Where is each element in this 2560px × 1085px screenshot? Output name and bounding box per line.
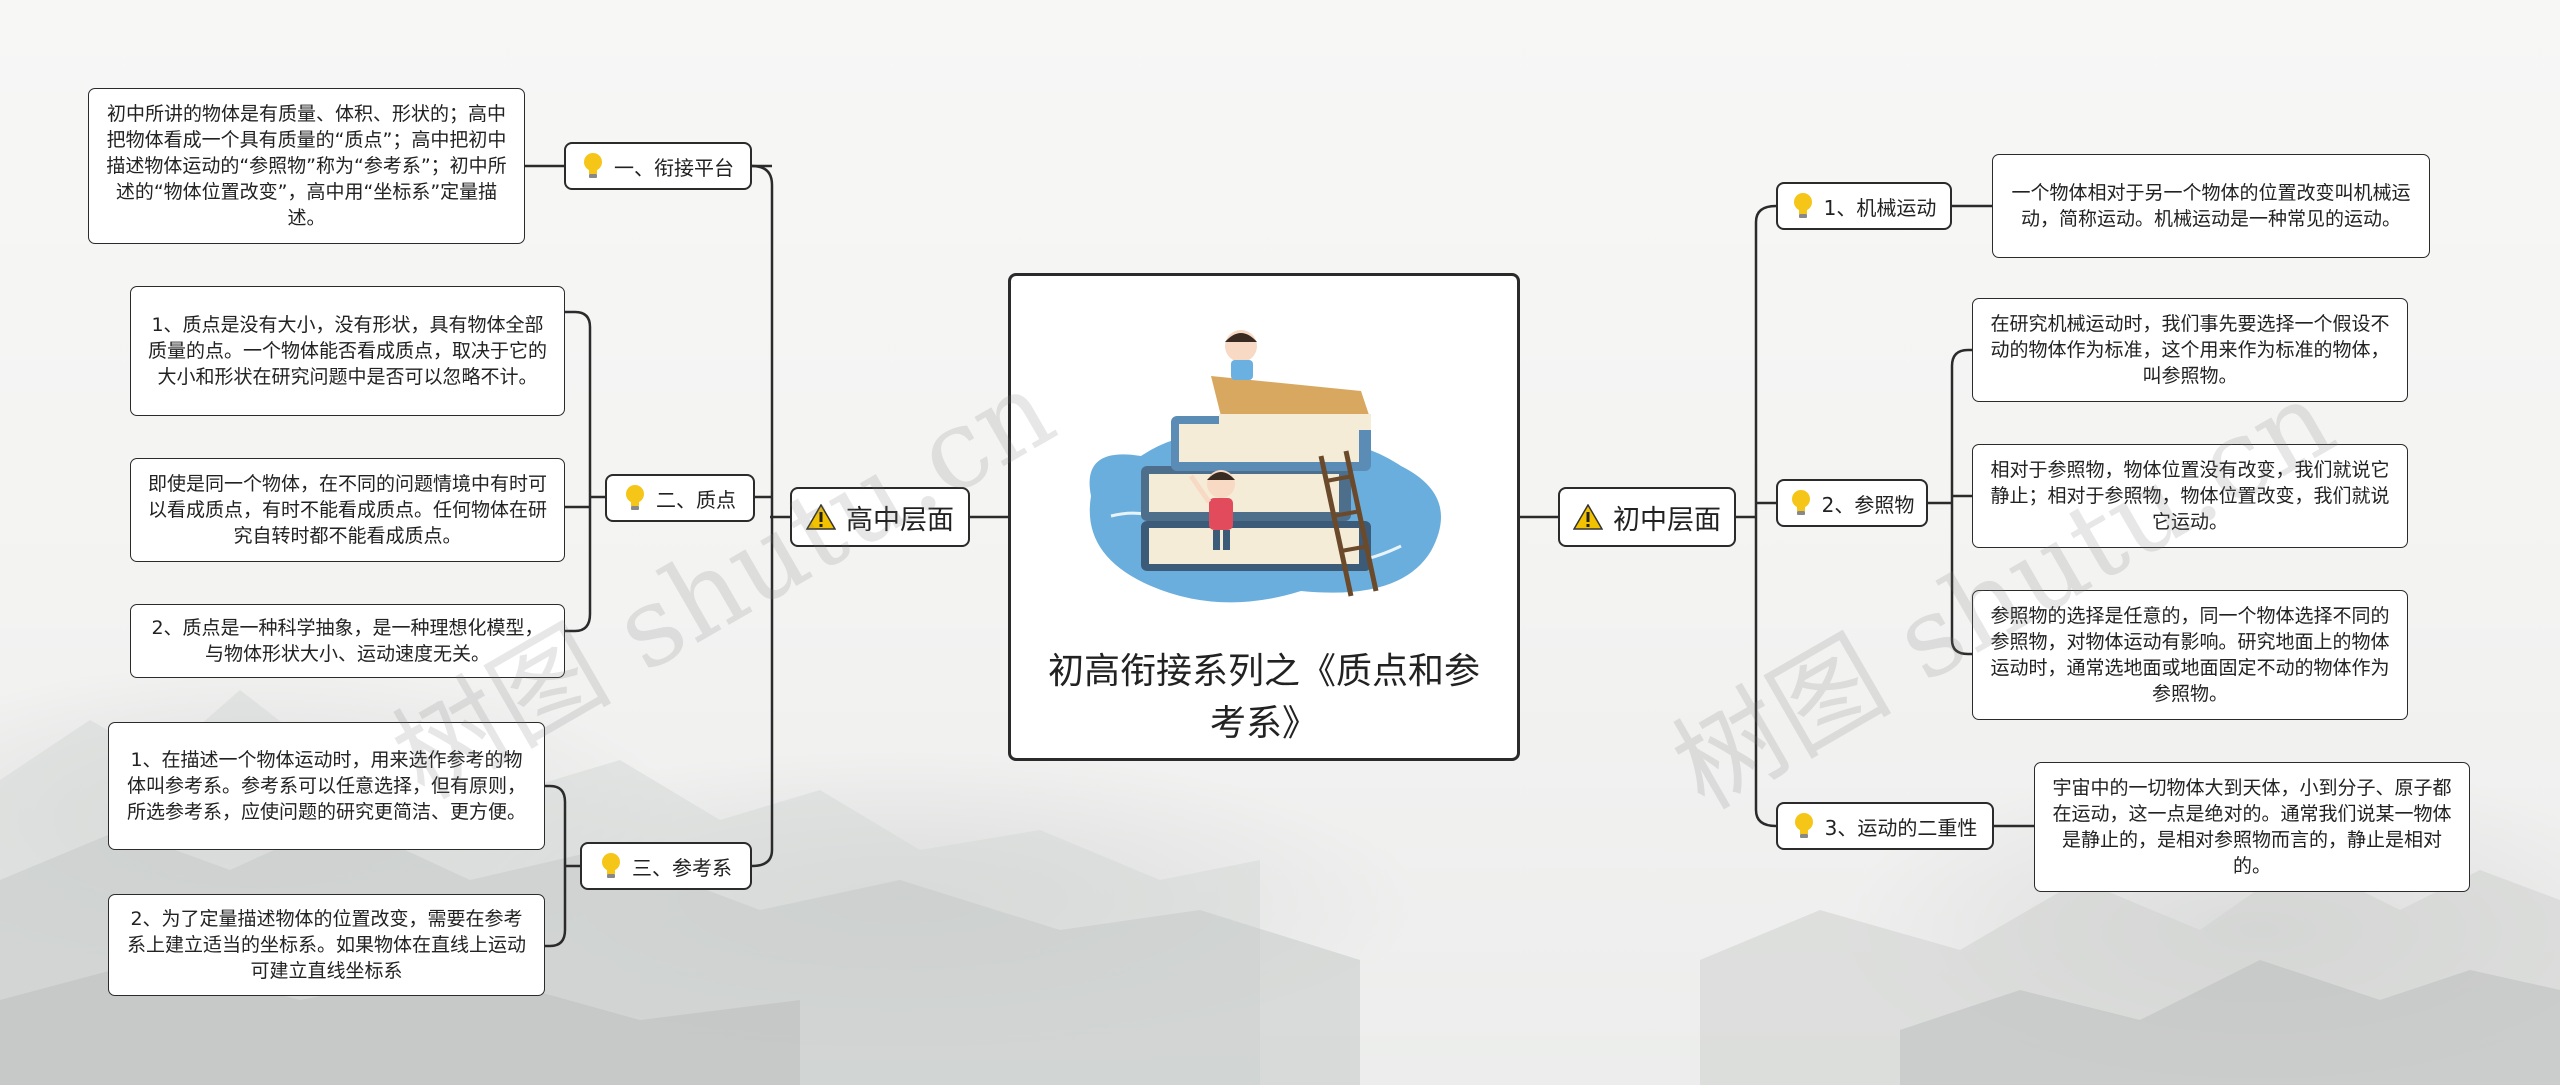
leaf-reference-object-rest-motion[interactable]: 相对于参照物，物体位置没有改变，我们就说它静止；相对于参照物，物体位置改变，我们… [1972, 444, 2408, 548]
sub-node-label: 二、质点 [656, 487, 736, 512]
lightbulb-icon [602, 853, 620, 878]
leaf-connection-platform[interactable]: 初中所讲的物体是有质量、体积、形状的；高中把物体看成一个具有质量的“质点”；高中… [88, 88, 525, 244]
lightbulb-icon [626, 485, 644, 510]
branch-middle-school-label: 初中层面 [1613, 504, 1721, 536]
connector-right-sub2-leaves [1928, 348, 1972, 656]
sub-node-label: 3、运动的二重性 [1824, 815, 1978, 840]
connector-right-trunk [1736, 204, 1777, 828]
warning-icon [1573, 504, 1603, 530]
leaf-coordinate-system[interactable]: 2、为了定量描述物体的位置改变，需要在参考系上建立适当的坐标系。如果物体在直线上… [108, 894, 545, 996]
root-title: 初高衔接系列之《质点和参考系》 [1047, 651, 1480, 744]
leaf-duality-of-motion[interactable]: 宇宙中的一切物体大到天体，小到分子、原子都在运动，这一点是绝对的。通常我们说某一… [2034, 762, 2470, 892]
leaf-mechanical-motion[interactable]: 一个物体相对于另一个物体的位置改变叫机械运动，简称运动。机械运动是一种常见的运动… [1992, 154, 2430, 258]
sub-node-reference-frame[interactable]: 三、参考系 [580, 842, 752, 890]
sub-node-label: 一、衔接平台 [614, 155, 734, 180]
lightbulb-icon [1794, 813, 1813, 838]
root-node[interactable]: 初高衔接系列之《质点和参考系》 [1008, 273, 1520, 761]
sub-node-label: 1、机械运动 [1823, 195, 1937, 220]
sub-node-mechanical-motion[interactable]: 1、机械运动 [1776, 182, 1952, 230]
branch-middle-school[interactable]: 初中层面 [1558, 487, 1736, 547]
leaf-particle-abstraction[interactable]: 2、质点是一种科学抽象，是一种理想化模型，与物体形状大小、运动速度无关。 [130, 604, 565, 678]
sub-node-reference-object[interactable]: 2、参照物 [1776, 479, 1928, 527]
lightbulb-icon [1791, 490, 1810, 515]
branch-high-school[interactable]: 高中层面 [790, 487, 970, 547]
sub-node-label: 2、参照物 [1821, 492, 1915, 517]
connector-left-trunk [751, 164, 790, 868]
leaf-particle-context[interactable]: 即使是同一个物体，在不同的问题情境中有时可以看成质点，有时不能看成质点。任何物体… [130, 458, 565, 562]
sub-node-particle[interactable]: 二、质点 [605, 474, 755, 522]
connector-left-sub3-leaves [545, 784, 580, 948]
connector-left-sub2-leaves [565, 310, 605, 633]
sub-node-connection-platform[interactable]: 一、衔接平台 [564, 142, 752, 190]
leaf-particle-definition[interactable]: 1、质点是没有大小，没有形状，具有物体全部质量的点。一个物体能否看成质点，取决于… [130, 286, 565, 416]
warning-icon [806, 504, 836, 530]
lightbulb-icon [584, 153, 602, 178]
branch-high-school-label: 高中层面 [846, 504, 954, 536]
leaf-reference-object-definition[interactable]: 在研究机械运动时，我们事先要选择一个假设不动的物体作为标准，这个用来作为标准的物… [1972, 298, 2408, 402]
lightbulb-icon [1793, 193, 1812, 218]
sub-node-label: 三、参考系 [632, 855, 732, 880]
sub-node-duality-of-motion[interactable]: 3、运动的二重性 [1776, 802, 1994, 850]
leaf-reference-frame-definition[interactable]: 1、在描述一个物体运动时，用来选作参考的物体叫参考系。参考系可以任意选择，但有原… [108, 722, 545, 850]
leaf-reference-object-choice[interactable]: 参照物的选择是任意的，同一个物体选择不同的参照物，对物体运动有影响。研究地面上的… [1972, 590, 2408, 720]
books-illustration [1089, 330, 1441, 603]
